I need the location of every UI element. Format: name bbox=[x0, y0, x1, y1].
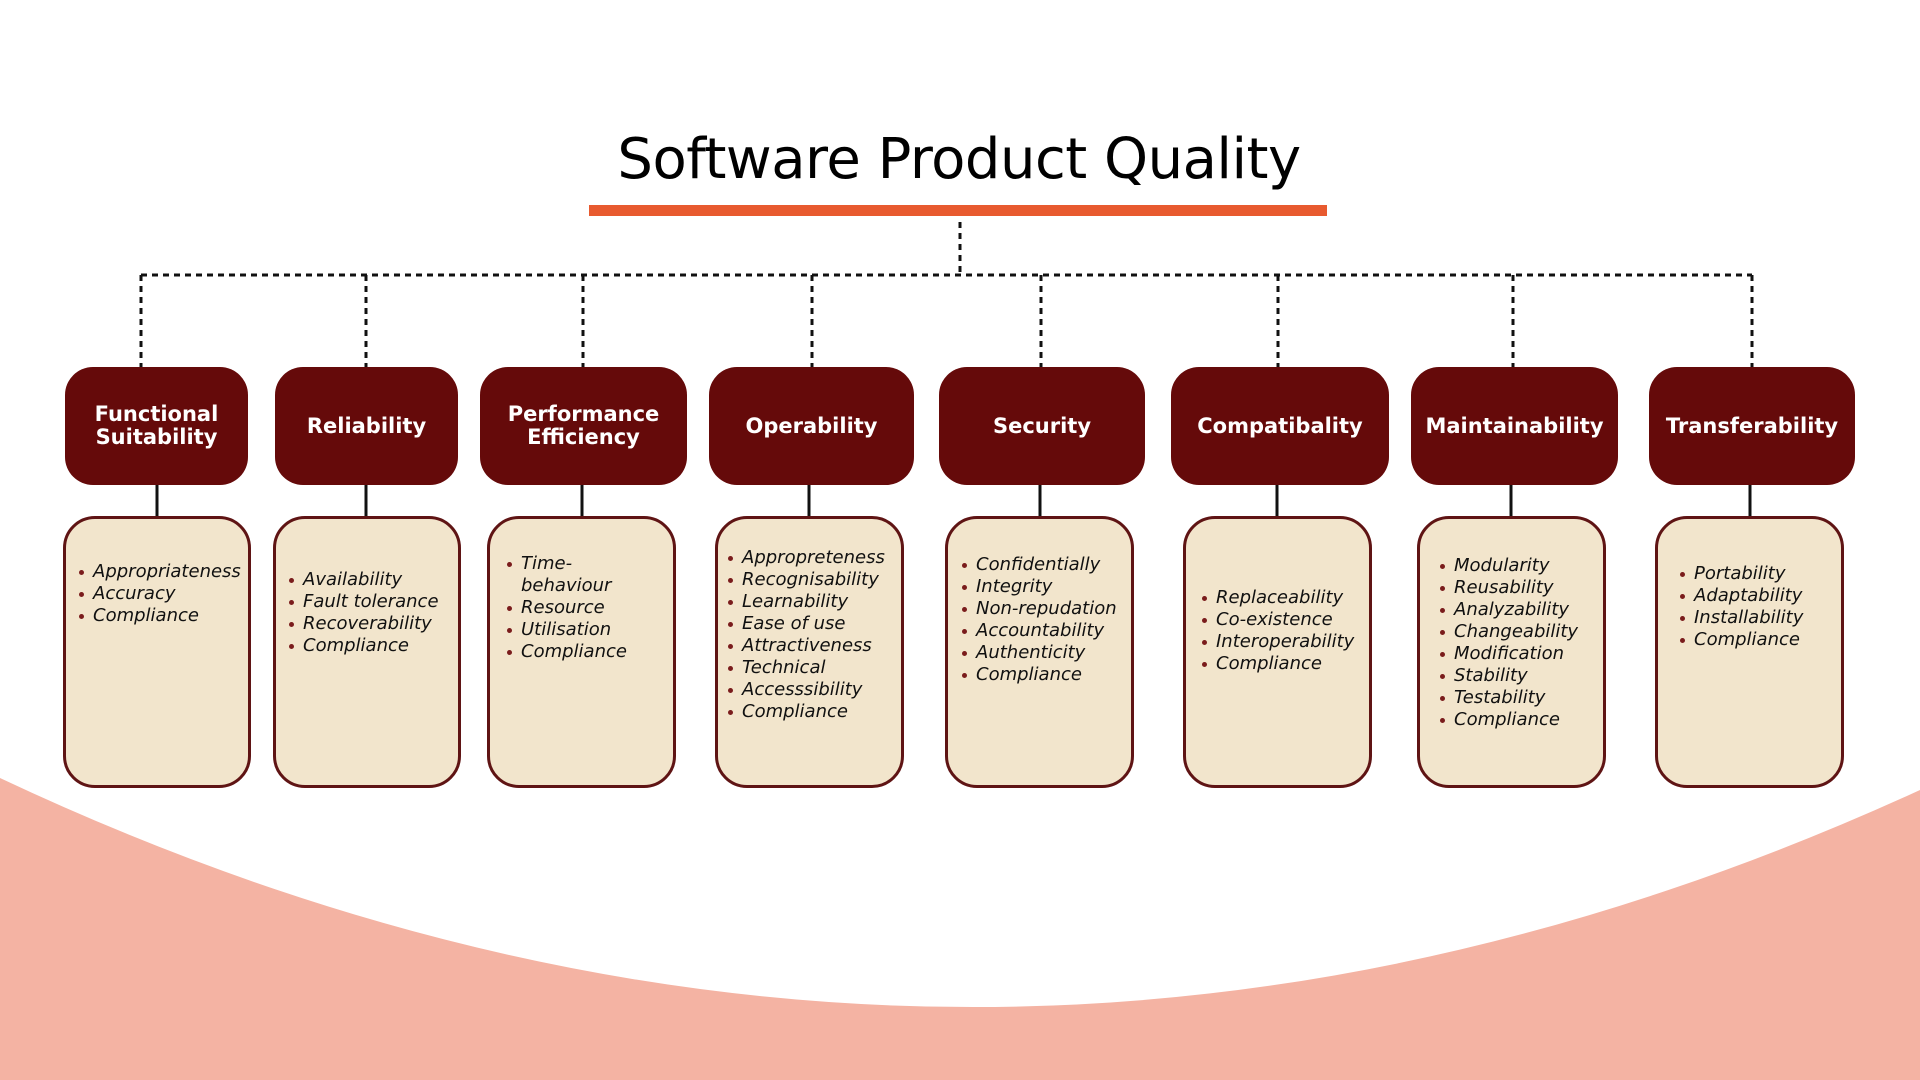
detail-list: Modularity Reusability Analyzability Cha… bbox=[1440, 555, 1578, 731]
wave-shape bbox=[0, 778, 1920, 1080]
list-item: Recoverability bbox=[289, 613, 439, 635]
list-item: Adaptability bbox=[1680, 585, 1803, 607]
category-transferability: Transferability bbox=[1649, 367, 1855, 485]
list-item: Appropreteness bbox=[728, 547, 885, 569]
list-item: Compliance bbox=[962, 664, 1117, 686]
list-item: Recognisability bbox=[728, 569, 885, 591]
detail-box-transferability: Portability Adaptability Installability … bbox=[1655, 516, 1844, 788]
detail-box-functional-suitability: Appropriateness Accuracy Compliance bbox=[63, 516, 251, 788]
category-performance-efficiency: Performance Efficiency bbox=[480, 367, 687, 485]
list-item: Interoperability bbox=[1202, 631, 1354, 653]
detail-box-reliability: Availability Fault tolerance Recoverabil… bbox=[273, 516, 461, 788]
list-item: Compliance bbox=[289, 635, 439, 657]
list-item: Co-existence bbox=[1202, 609, 1354, 631]
list-item: Compliance bbox=[1680, 629, 1803, 651]
detail-list: Replaceability Co-existence Interoperabi… bbox=[1202, 587, 1354, 675]
detail-box-maintainability: Modularity Reusability Analyzability Cha… bbox=[1417, 516, 1606, 788]
detail-list: Time- behaviour Resource Utilisation Com… bbox=[507, 553, 627, 663]
list-item: Fault tolerance bbox=[289, 591, 439, 613]
list-item: Non-repudation bbox=[962, 598, 1117, 620]
diagram-title: Software Product Quality bbox=[617, 127, 1301, 192]
list-item: Compliance bbox=[1440, 709, 1578, 731]
list-item: Analyzability bbox=[1440, 599, 1578, 621]
list-item: Accountability bbox=[962, 620, 1117, 642]
list-item: Reusability bbox=[1440, 577, 1578, 599]
list-item: Attractiveness bbox=[728, 635, 885, 657]
detail-box-compatibality: Replaceability Co-existence Interoperabi… bbox=[1183, 516, 1372, 788]
list-item: Replaceability bbox=[1202, 587, 1354, 609]
list-item: Compliance bbox=[1202, 653, 1354, 675]
detail-box-performance-efficiency: Time- behaviour Resource Utilisation Com… bbox=[487, 516, 676, 788]
list-item: Learnability bbox=[728, 591, 885, 613]
title-underline bbox=[589, 205, 1327, 216]
detail-list: Portability Adaptability Installability … bbox=[1680, 563, 1803, 651]
detail-box-security: Confidentially Integrity Non-repudation … bbox=[945, 516, 1134, 788]
category-operability: Operability bbox=[709, 367, 914, 485]
list-item: Ease of use bbox=[728, 613, 885, 635]
list-item: Modularity bbox=[1440, 555, 1578, 577]
detail-list: Appropriateness Accuracy Compliance bbox=[79, 561, 241, 627]
list-item: Time- behaviour bbox=[507, 553, 627, 597]
list-item: Changeability bbox=[1440, 621, 1578, 643]
list-item: Compliance bbox=[728, 701, 885, 723]
detail-list: Appropreteness Recognisability Learnabil… bbox=[728, 547, 885, 723]
category-security: Security bbox=[939, 367, 1145, 485]
list-item: Compliance bbox=[79, 605, 241, 627]
detail-list: Availability Fault tolerance Recoverabil… bbox=[289, 569, 439, 657]
list-item: Availability bbox=[289, 569, 439, 591]
list-item: Integrity bbox=[962, 576, 1117, 598]
list-item: Installability bbox=[1680, 607, 1803, 629]
category-reliability: Reliability bbox=[275, 367, 458, 485]
list-item: Resource bbox=[507, 597, 627, 619]
list-item: Technical bbox=[728, 657, 885, 679]
list-item: Compliance bbox=[507, 641, 627, 663]
category-maintainability: Maintainability bbox=[1411, 367, 1618, 485]
category-functional-suitability: Functional Suitability bbox=[65, 367, 248, 485]
list-item: Utilisation bbox=[507, 619, 627, 641]
list-item: Testability bbox=[1440, 687, 1578, 709]
detail-list: Confidentially Integrity Non-repudation … bbox=[962, 554, 1117, 686]
list-item: Authenticity bbox=[962, 642, 1117, 664]
list-item: Appropriateness bbox=[79, 561, 241, 583]
list-item: Confidentially bbox=[962, 554, 1117, 576]
list-item: Modification bbox=[1440, 643, 1578, 665]
detail-box-operability: Appropreteness Recognisability Learnabil… bbox=[715, 516, 904, 788]
list-item: Accuracy bbox=[79, 583, 241, 605]
list-item: Portability bbox=[1680, 563, 1803, 585]
list-item: Stability bbox=[1440, 665, 1578, 687]
list-item: Accesssibility bbox=[728, 679, 885, 701]
category-compatibality: Compatibality bbox=[1171, 367, 1389, 485]
